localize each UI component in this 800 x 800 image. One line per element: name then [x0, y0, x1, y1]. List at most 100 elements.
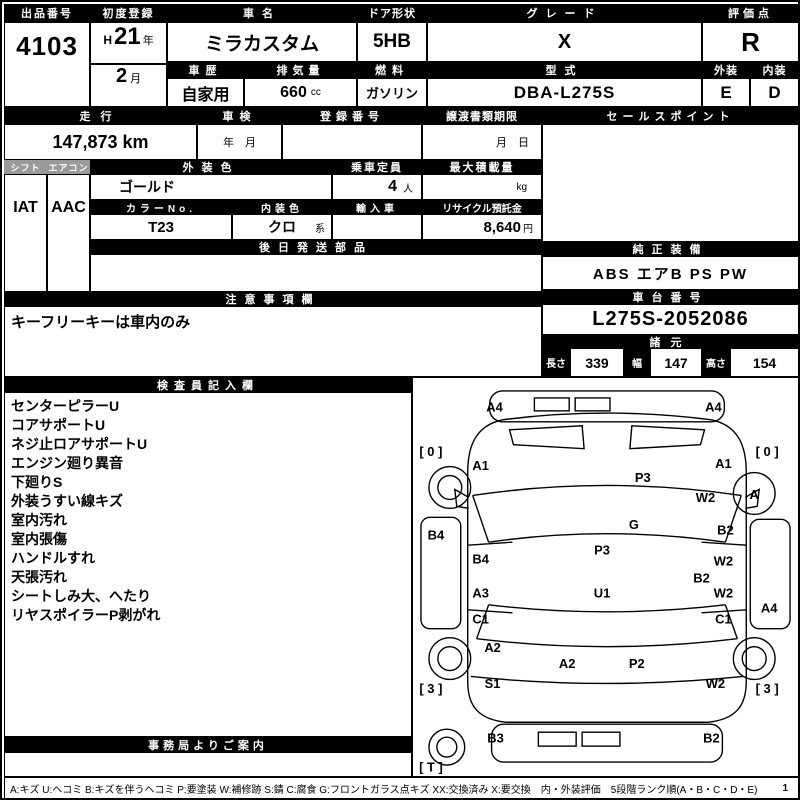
max-load-cell: kg	[422, 174, 542, 200]
interior-color-value: クロ	[268, 219, 296, 235]
rear-bumper-detail-left	[537, 731, 577, 747]
transfer-deadline-header: 譲渡書類期限	[422, 107, 542, 124]
chassis-no-cell: L275S-2052086	[542, 304, 798, 335]
score-value: R	[741, 26, 760, 57]
specs-header: 諸元	[542, 335, 798, 348]
interior-score-header: 内装	[750, 62, 798, 78]
side-mirror-right	[744, 488, 761, 510]
genuine-equip-value: ABS エアB PS PW	[592, 265, 749, 283]
inspector-note: リヤスポイラーP剥がれ	[11, 607, 161, 623]
displacement-cell: 660 cc	[244, 78, 357, 107]
diagram-label: A1	[472, 458, 489, 473]
notes-header: 注意事項欄	[4, 292, 542, 306]
first-reg-month: 2	[115, 65, 128, 87]
color-no-cell: T23	[90, 214, 232, 240]
page-number: 1	[782, 783, 788, 794]
diagram-label: [ 0 ]	[419, 444, 442, 459]
first-reg-year-cell: H 21 年	[90, 22, 167, 64]
aircon-cell: AAC	[47, 174, 90, 292]
first-reg-year-suffix: 年	[142, 35, 154, 47]
capacity-cell: 4 人	[332, 174, 422, 200]
diagram-label: A2	[484, 640, 501, 655]
wheel-rear-right	[732, 636, 776, 681]
inspector-note: 室内張傷	[11, 531, 67, 547]
model-cell: DBA-L275S	[427, 78, 702, 107]
fuel-value: ガソリン	[365, 86, 418, 101]
exterior-score-cell: E	[702, 78, 750, 107]
mileage-cell: 147,873 km	[4, 124, 197, 160]
mileage-value: 147,873 km	[52, 131, 149, 152]
recycle-unit: 円	[523, 223, 533, 235]
wheel-front-left-inner	[437, 474, 463, 501]
inspection-cell: 年 月	[197, 124, 282, 160]
first-reg-era: H	[103, 33, 112, 47]
auction-no-value: 4103	[16, 31, 78, 61]
diagram-label: [ 0 ]	[756, 444, 779, 459]
diagram-label: W2	[696, 490, 715, 505]
capacity-unit: 人	[403, 183, 413, 195]
interior-score-cell: D	[750, 78, 798, 107]
office-cell	[4, 752, 412, 777]
interior-color-header: 内装色	[232, 200, 332, 214]
registration-no-cell	[282, 124, 422, 160]
car-name-header: 車名	[167, 4, 357, 22]
spec-width-cell: 147	[650, 348, 702, 377]
spec-height-cell: 154	[730, 348, 798, 377]
first-reg-header: 初度登録	[90, 4, 167, 22]
diagram-label: B2	[717, 523, 734, 538]
auction-no-cell: 4103	[4, 22, 90, 107]
import-header: 輸入車	[332, 200, 422, 214]
headlight-left	[508, 425, 585, 450]
later-parts-header: 後日発送部品	[90, 240, 542, 254]
diagram-label: C1	[715, 611, 732, 626]
shift-cell: IAT	[4, 174, 47, 292]
wheel-rear-left-inner	[437, 645, 463, 672]
inspector-note: 外装うすい線キズ	[11, 493, 123, 509]
grade-header: グレード	[427, 4, 702, 22]
interior-score-value: D	[768, 82, 781, 102]
spec-length-cell: 339	[570, 348, 624, 377]
later-parts-cell	[90, 254, 542, 292]
diagram-label: [ 3 ]	[419, 681, 442, 696]
grade-value: X	[557, 30, 572, 53]
recycle-value: 8,640	[483, 218, 521, 236]
score-cell: R	[702, 22, 798, 62]
inspector-note: 天張汚れ	[11, 569, 67, 585]
displacement-value: 660	[280, 83, 307, 101]
shift-header: シフト	[4, 160, 47, 174]
color-no-value: T23	[148, 218, 174, 236]
right-sill-panel	[749, 518, 791, 630]
exterior-color-header: 外装色	[90, 160, 332, 174]
car-body-outline	[467, 412, 747, 723]
inspection-header: 車検	[197, 107, 282, 124]
transfer-deadline-value: 月 日	[496, 137, 529, 149]
diagram-label: [ T ]	[419, 760, 443, 775]
wheel-front-right	[732, 471, 776, 516]
first-reg-month-suffix: 月	[130, 73, 142, 85]
diagram-label: C1	[472, 611, 489, 626]
wheel-rear-left	[428, 636, 472, 681]
inspector-note: シートしみ大、へたり	[11, 588, 151, 604]
diagram-label: B2	[693, 570, 710, 585]
recycle-header: リサイクル預託金	[422, 200, 542, 214]
inspector-note: エンジン廻り異音	[11, 455, 123, 471]
color-no-header: カラーNo.	[90, 200, 232, 214]
first-reg-month-cell: 2 月	[90, 64, 167, 107]
chassis-no-value: L275S-2052086	[592, 308, 749, 330]
chassis-no-header: 車台番号	[542, 290, 798, 304]
max-load-unit: kg	[516, 181, 527, 193]
recycle-cell: 8,640 円	[422, 214, 542, 240]
grade-cell: X	[427, 22, 702, 62]
legend-text: A:キズ U:ヘコミ B:キズを伴うヘコミ P:要塗装 W:補修跡 S:錆 C:…	[10, 785, 758, 796]
inspector-header: 検査員記入欄	[4, 377, 412, 392]
spec-length-value: 339	[585, 354, 609, 371]
max-load-header: 最大積載量	[422, 160, 542, 174]
spec-width-label: 幅	[624, 348, 650, 377]
diagram-label: W2	[714, 585, 733, 600]
rear-bumper-detail-right	[581, 731, 621, 747]
notes-text: キーフリーキーは車内のみ	[11, 314, 191, 331]
fuel-cell: ガソリン	[357, 78, 427, 107]
windshield-bottom-line	[472, 484, 742, 497]
